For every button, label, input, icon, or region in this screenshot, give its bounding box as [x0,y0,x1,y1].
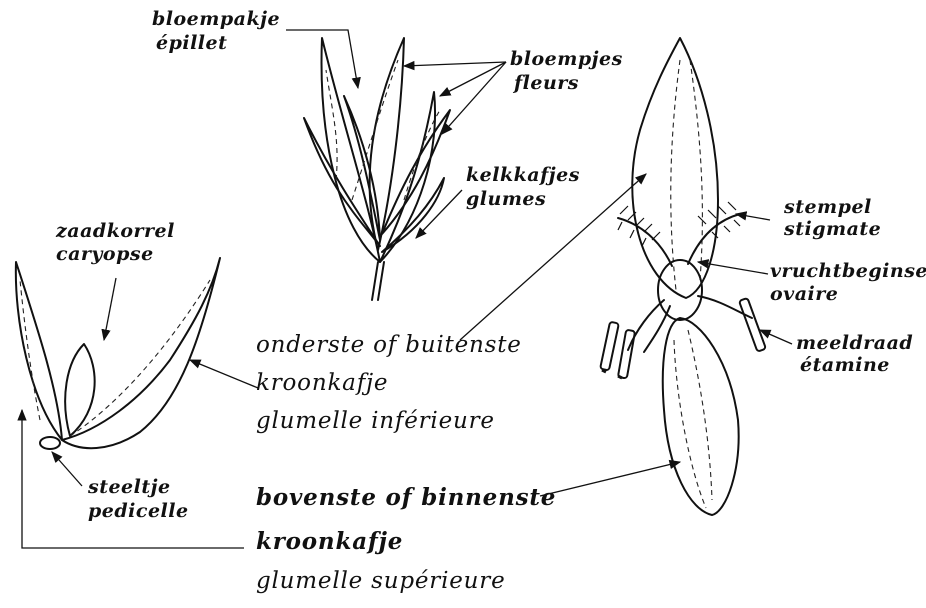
label-caryopsis-fr: caryopse [56,245,154,264]
caryopsis-illustration [16,258,220,449]
label-spikelet-fr: épillet [156,34,227,53]
label-lemma-nl-line1: onderste of buitenste [256,334,522,357]
label-flowers-nl: bloempjes [510,50,623,69]
label-lemma-nl-line2: kroonkafje [256,372,388,395]
label-glumes-nl: kelkkafjes [466,166,580,185]
label-palea-fr: glumelle supérieure [256,570,505,593]
label-palea-nl-line2: kroonkafje [256,530,403,553]
label-lemma-fr: glumelle inférieure [256,410,495,433]
label-caryopsis-nl: zaadkorrel [56,222,175,241]
spikelet-illustration [304,38,450,300]
flower-illustration [600,38,766,515]
label-stigma-nl: stempel [784,198,872,217]
label-stigma-fr: stigmate [784,220,881,239]
label-spikelet-nl: bloempakje [152,10,280,29]
label-pedicel-fr: pedicelle [88,502,189,521]
label-glumes-fr: glumes [466,190,546,209]
label-palea-nl-line1: bovenste of binnenste [256,486,556,509]
label-pedicel-nl: steeltje [88,478,171,497]
label-ovary-fr: ovaire [770,285,838,304]
label-flowers-fr: fleurs [514,74,579,93]
label-ovary-nl: vruchtbeginsel [770,262,926,281]
label-stamen-fr: étamine [800,356,890,375]
label-stamen-nl: meeldraad [796,334,913,353]
